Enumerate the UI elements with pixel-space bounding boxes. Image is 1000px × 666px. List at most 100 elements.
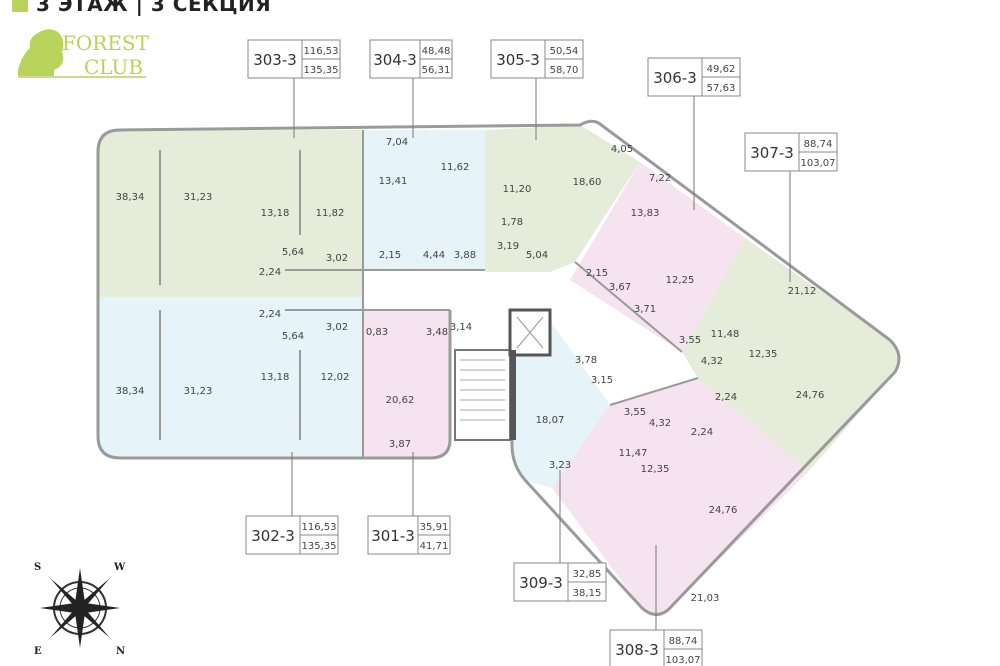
room-area: 4,44 <box>423 250 445 261</box>
room-area: 24,76 <box>709 505 738 516</box>
room-labels: 38,34 31,23 13,18 11,82 5,64 3,02 2,24 7… <box>116 137 825 604</box>
room-area: 18,60 <box>573 177 602 188</box>
floor-title-text: 3 ЭТАЖ | 3 СЕКЦИЯ <box>36 0 272 16</box>
living-area: 49,62 <box>707 64 736 75</box>
apartment-number: 303-3 <box>253 51 297 69</box>
title-marker <box>12 0 28 12</box>
apartment-number: 307-3 <box>750 144 794 162</box>
room-area: 7,22 <box>649 173 671 184</box>
total-area: 103,07 <box>666 655 701 666</box>
total-area: 135,35 <box>304 65 339 76</box>
callout-303-3[interactable]: 303-3 116,53 135,35 <box>247 39 341 79</box>
callout-305-3[interactable]: 305-3 50,54 58,70 <box>490 39 584 79</box>
room-area: 3,14 <box>450 322 472 333</box>
room-area: 13,18 <box>261 372 290 383</box>
callout-304-3[interactable]: 304-3 48,48 56,31 <box>369 39 453 79</box>
apartment-number: 302-3 <box>251 527 295 545</box>
compass-w: W <box>113 562 126 573</box>
room-area: 3,71 <box>634 304 656 315</box>
zone-302-3[interactable] <box>98 297 363 458</box>
callout-309-3[interactable]: 309-3 32,85 38,15 <box>513 562 607 602</box>
room-area: 12,02 <box>321 372 350 383</box>
forest-club-logo: FOREST CLUB <box>18 29 150 79</box>
room-area: 20,62 <box>386 395 415 406</box>
room-area: 31,23 <box>184 386 213 397</box>
room-area: 5,04 <box>526 250 548 261</box>
total-area: 58,70 <box>550 65 579 76</box>
callout-302-3[interactable]: 302-3 116,53 135,35 <box>245 515 339 555</box>
living-area: 48,48 <box>422 46 451 57</box>
room-area: 11,47 <box>619 448 648 459</box>
walls <box>96 119 901 616</box>
living-area: 116,53 <box>302 522 337 533</box>
living-area: 50,54 <box>550 46 579 57</box>
callout-308-3[interactable]: 308-3 88,74 103,07 <box>609 629 703 666</box>
zone-301-3[interactable] <box>363 310 450 458</box>
zone-308-3[interactable] <box>552 378 808 615</box>
room-area: 24,76 <box>796 390 825 401</box>
apartment-number: 308-3 <box>615 641 659 659</box>
room-area: 3,55 <box>679 335 701 346</box>
zone-304-3[interactable] <box>363 130 485 270</box>
room-area: 13,18 <box>261 208 290 219</box>
room-area: 4,32 <box>649 418 671 429</box>
room-area: 3,88 <box>454 250 476 261</box>
total-area: 103,07 <box>801 158 836 169</box>
living-area: 88,74 <box>804 139 833 150</box>
zone-307-3[interactable] <box>682 238 899 472</box>
compass-s: S <box>34 562 41 573</box>
room-area: 2,24 <box>259 267 281 278</box>
room-area: 1,78 <box>501 217 523 228</box>
apartment-number: 306-3 <box>653 69 697 87</box>
room-area: 2,15 <box>586 268 608 279</box>
zone-303-3[interactable] <box>98 130 363 297</box>
room-area: 4,05 <box>611 144 633 155</box>
apartment-zones <box>98 125 899 615</box>
room-area: 11,62 <box>441 162 470 173</box>
living-area: 35,91 <box>420 522 449 533</box>
callout-306-3[interactable]: 306-3 49,62 57,63 <box>647 57 741 97</box>
compass-e: E <box>34 646 42 657</box>
room-area: 21,12 <box>788 286 817 297</box>
callouts <box>291 78 791 630</box>
room-area: 12,35 <box>641 464 670 475</box>
logo-line1: FOREST <box>62 31 150 55</box>
room-area: 2,24 <box>691 427 713 438</box>
room-area: 13,83 <box>631 208 660 219</box>
room-area: 5,64 <box>282 331 304 342</box>
callout-301-3[interactable]: 301-3 35,91 41,71 <box>367 515 451 555</box>
room-area: 2,15 <box>379 250 401 261</box>
room-area: 13,41 <box>379 176 408 187</box>
total-area: 57,63 <box>707 83 736 94</box>
room-area: 38,34 <box>116 192 145 203</box>
compass-star-icon <box>40 568 120 648</box>
living-area: 116,53 <box>304 46 339 57</box>
room-area: 3,78 <box>575 355 597 366</box>
room-area: 11,20 <box>503 184 532 195</box>
room-area: 3,15 <box>591 375 613 386</box>
room-area: 3,67 <box>609 282 631 293</box>
room-area: 11,48 <box>711 329 740 340</box>
room-area: 12,35 <box>749 349 778 360</box>
room-area: 21,03 <box>691 593 720 604</box>
callout-307-3[interactable]: 307-3 88,74 103,07 <box>744 132 838 172</box>
room-area: 3,55 <box>624 407 646 418</box>
living-area: 32,85 <box>573 569 602 580</box>
room-area: 0,83 <box>366 327 388 338</box>
zone-306-3[interactable] <box>570 162 745 352</box>
room-area: 3,48 <box>426 327 448 338</box>
apartment-number: 301-3 <box>371 527 415 545</box>
room-area: 2,24 <box>259 309 281 320</box>
room-area: 18,07 <box>536 415 565 426</box>
logo-line2: CLUB <box>84 55 143 79</box>
room-area: 38,34 <box>116 386 145 397</box>
total-area: 135,35 <box>302 541 337 552</box>
total-area: 38,15 <box>573 588 602 599</box>
apartment-number: 304-3 <box>373 51 417 69</box>
compass-n: N <box>116 646 125 657</box>
zone-305-3[interactable] <box>485 125 640 272</box>
room-area: 3,19 <box>497 241 519 252</box>
room-area: 11,82 <box>316 208 345 219</box>
room-area: 4,32 <box>701 356 723 367</box>
room-area: 31,23 <box>184 192 213 203</box>
